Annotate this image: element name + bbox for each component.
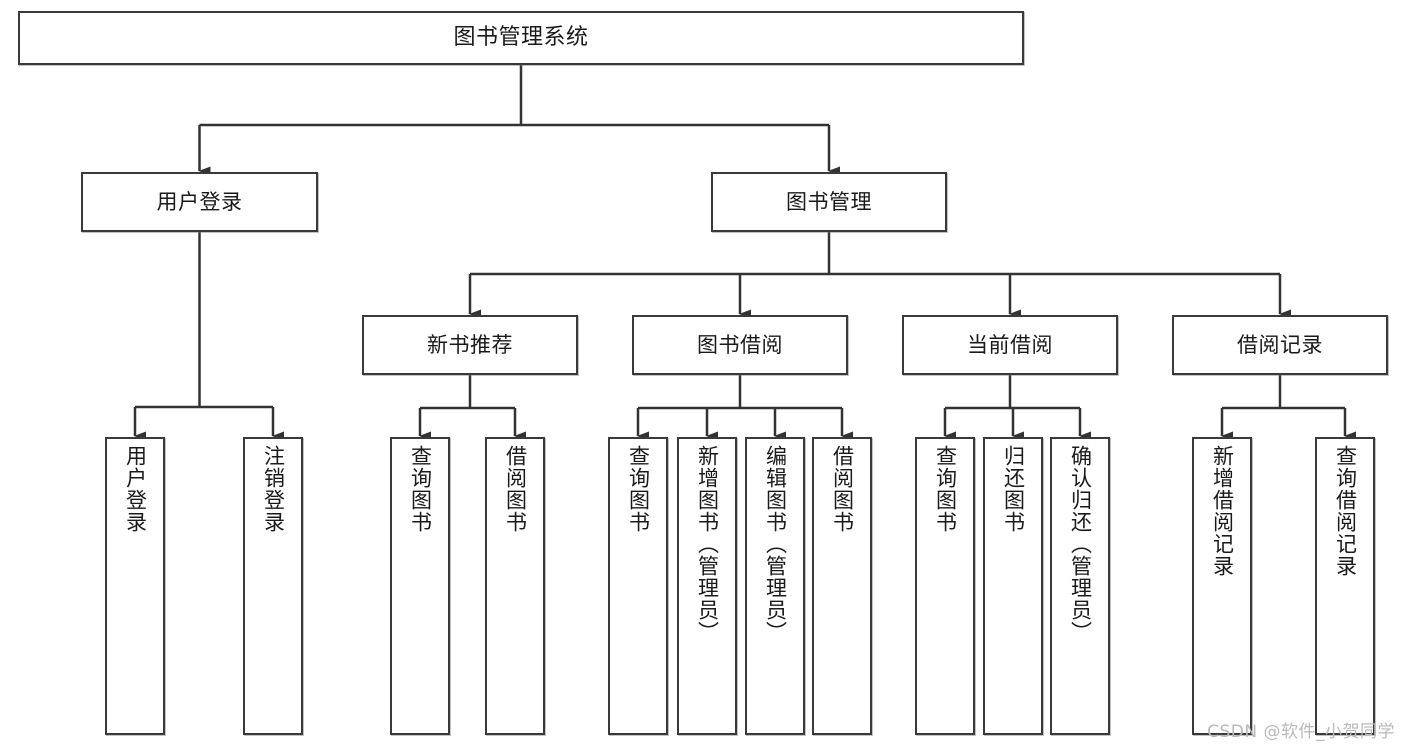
node-label: 新书推荐	[427, 332, 513, 357]
node-label: 图书管理	[786, 189, 872, 214]
node-new-book-recommend[interactable]: 新书推荐	[362, 315, 578, 375]
node-label: 新增图书（管理员）	[695, 445, 720, 643]
leaf-add-book-admin[interactable]: 新增图书（管理员）	[677, 437, 737, 735]
node-label: 查询借阅记录	[1333, 445, 1358, 577]
leaf-query-borrow-record[interactable]: 查询借阅记录	[1315, 437, 1375, 735]
leaf-query-book-current[interactable]: 查询图书	[915, 437, 975, 735]
node-label: 注销登录	[261, 445, 286, 533]
node-book-borrow[interactable]: 图书借阅	[632, 315, 848, 375]
node-label: 查询图书	[626, 445, 651, 533]
node-label: 用户登录	[156, 189, 243, 214]
node-label: 图书借阅	[697, 332, 783, 357]
node-label: 查询图书	[408, 445, 433, 533]
node-label: 借阅图书	[503, 445, 528, 533]
leaf-logout[interactable]: 注销登录	[243, 437, 303, 735]
leaf-confirm-return-admin[interactable]: 确认归还（管理员）	[1050, 437, 1110, 735]
node-root[interactable]: 图书管理系统	[18, 11, 1024, 65]
leaf-borrow-book-borrow[interactable]: 借阅图书	[812, 437, 872, 735]
leaf-borrow-book-recommend[interactable]: 借阅图书	[485, 437, 545, 735]
leaf-query-book-recommend[interactable]: 查询图书	[390, 437, 450, 735]
node-label: 用户登录	[123, 445, 148, 533]
node-label: 查询图书	[933, 445, 958, 533]
leaf-edit-book-admin[interactable]: 编辑图书（管理员）	[745, 437, 805, 735]
node-book-management[interactable]: 图书管理	[711, 172, 947, 232]
leaf-return-book[interactable]: 归还图书	[983, 437, 1043, 735]
node-label: 编辑图书（管理员）	[763, 445, 788, 643]
leaf-add-borrow-record[interactable]: 新增借阅记录	[1192, 437, 1252, 735]
leaf-query-book-borrow[interactable]: 查询图书	[608, 437, 668, 735]
leaf-user-login[interactable]: 用户登录	[105, 437, 165, 735]
node-label: 新增借阅记录	[1210, 445, 1235, 577]
node-borrow-record[interactable]: 借阅记录	[1172, 315, 1388, 375]
node-user-login[interactable]: 用户登录	[81, 172, 318, 232]
node-current-borrow[interactable]: 当前借阅	[902, 315, 1118, 375]
node-label: 归还图书	[1001, 445, 1026, 533]
node-label: 确认归还（管理员）	[1068, 445, 1093, 643]
watermark: CSDN @软件_小贺同学	[1207, 722, 1395, 742]
node-label: 当前借阅	[967, 332, 1053, 357]
node-label: 图书管理系统	[453, 25, 589, 51]
node-label: 借阅图书	[830, 445, 855, 533]
node-label: 借阅记录	[1237, 332, 1323, 357]
